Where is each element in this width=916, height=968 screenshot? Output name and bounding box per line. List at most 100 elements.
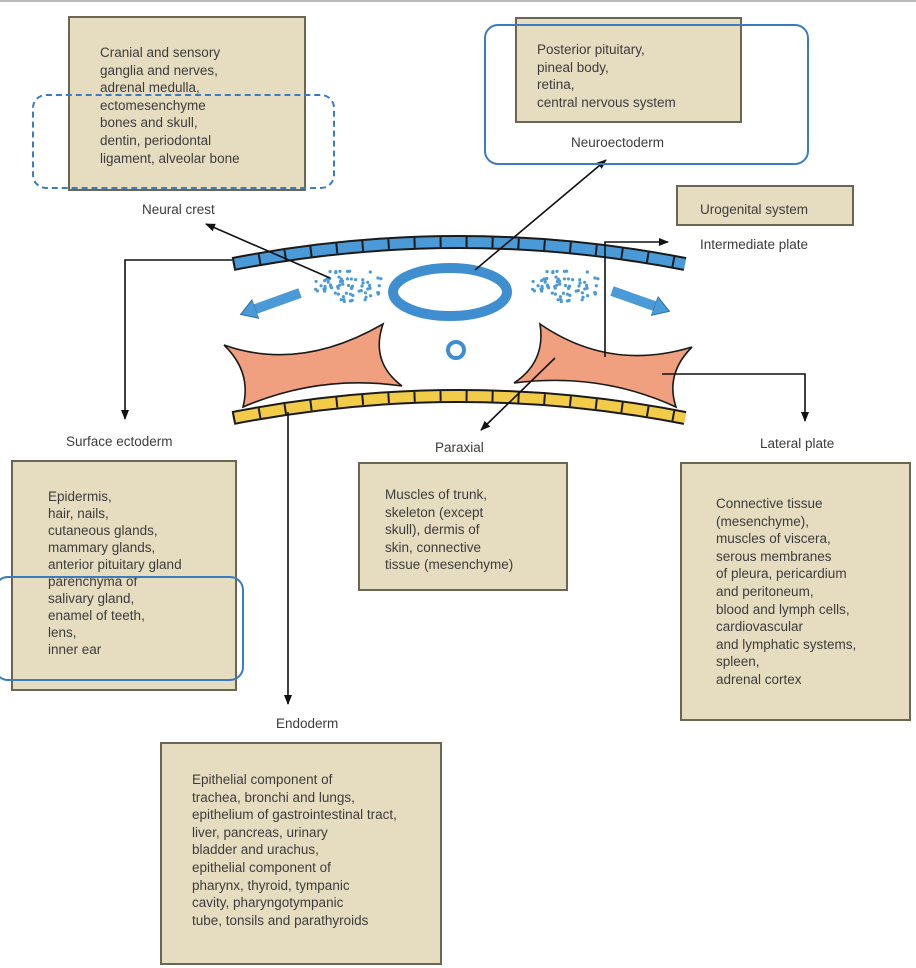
- cell-dot: [314, 287, 318, 291]
- derivative-line: adrenal cortex: [716, 671, 802, 687]
- neuroectoderm-derivatives: Posterior pituitary, pineal body, retina,c…: [537, 41, 676, 111]
- cell-dot: [540, 284, 544, 289]
- lateral-plate-box: Connective tissue(mesenchyme),muscles of…: [680, 462, 911, 721]
- arrow-neuroectoderm: [474, 159, 607, 271]
- neural-crest-derivatives: Cranial and sensory ganglia and nerves, ad…: [100, 44, 240, 167]
- cell-dot: [553, 286, 557, 290]
- cell-dot: [328, 269, 332, 274]
- cell-dot: [570, 277, 575, 282]
- cell-dot: [350, 284, 355, 288]
- cell-dot: [379, 277, 383, 281]
- cell-dot: [562, 277, 567, 281]
- cell-dot: [339, 298, 343, 302]
- derivative-line: (mesenchyme),: [716, 513, 810, 529]
- derivative-line: mammary glands,: [48, 540, 156, 555]
- cell-dot: [574, 289, 578, 293]
- cell-dot: [361, 278, 365, 282]
- neural-crest-cells-left: [314, 269, 383, 304]
- derivative-line: bones and skull,: [100, 115, 198, 131]
- cell-dot: [338, 283, 342, 287]
- paraxial-label: Paraxial: [435, 440, 484, 455]
- arrow-surface-ectoderm: [121, 259, 232, 420]
- arrow-neural-crest: [205, 223, 331, 279]
- notochord: [446, 340, 466, 360]
- derivative-line: blood and lymph cells,: [716, 601, 850, 617]
- cell-dot: [596, 277, 600, 281]
- cell-dot: [353, 277, 358, 282]
- cell-dot: [566, 277, 570, 281]
- cell-dot: [333, 291, 337, 295]
- derivative-line: tissue (mesenchyme): [385, 557, 514, 573]
- derivative-line: dentin, periodontal: [100, 132, 212, 148]
- cell-dot: [345, 277, 350, 281]
- cell-dot: [531, 279, 535, 284]
- cell-dot: [363, 298, 367, 302]
- derivative-line: enamel of teeth,: [48, 608, 145, 623]
- cell-dot: [553, 292, 557, 296]
- cell-dot: [348, 292, 353, 296]
- cell-dot: [536, 284, 540, 288]
- cell-dot: [556, 277, 560, 281]
- derivative-line: Connective tissue: [716, 496, 823, 511]
- cell-dot: [581, 295, 585, 299]
- surface-ectoderm-label: Surface ectoderm: [66, 434, 173, 449]
- cell-dot: [336, 286, 340, 290]
- cell-dot: [319, 284, 323, 288]
- cell-dot: [326, 280, 330, 284]
- intermediate-plate-label: Intermediate plate: [700, 237, 809, 252]
- cell-dot: [554, 275, 558, 279]
- cell-dot: [323, 279, 327, 283]
- cell-dot: [578, 281, 582, 285]
- cell-dot: [338, 279, 343, 284]
- lateral-plate-label: Lateral plate: [760, 436, 835, 451]
- cell-dot: [323, 284, 327, 289]
- neural-crest-cells-right: [531, 269, 600, 304]
- cell-dot: [563, 283, 568, 288]
- derivative-line: Posterior pituitary,: [537, 42, 645, 57]
- cell-dot: [338, 269, 342, 273]
- derivative-line: epithelial component of: [192, 859, 331, 875]
- neural-crest-label: Neural crest: [142, 202, 215, 217]
- neural-crest-box: Cranial and sensory ganglia and nerves, ad…: [68, 16, 306, 191]
- surface-ectoderm-derivatives: Epidermis,hair, nails,cutaneous glands,m…: [48, 488, 182, 658]
- derivative-line: epithelium of gastrointestinal tract,: [192, 807, 397, 823]
- derivative-line: central nervous system: [537, 94, 676, 110]
- derivative-line: ectomesenchyme: [100, 97, 206, 113]
- derivative-line: adrenal medulla,: [100, 80, 200, 96]
- derivative-line: pineal body,: [537, 59, 609, 75]
- derivative-line: Cranial and sensory: [100, 45, 221, 60]
- derivative-line: anterior pituitary gland: [48, 557, 182, 572]
- endoderm-label: Endoderm: [276, 716, 339, 731]
- cell-dot: [567, 284, 572, 288]
- cell-dot: [349, 277, 353, 281]
- derivative-line: of pleura, pericardium: [716, 566, 847, 582]
- cell-dot: [336, 292, 340, 296]
- derivative-line: skull), dermis of: [385, 522, 480, 538]
- cell-dot: [368, 270, 372, 274]
- cell-dot: [346, 283, 351, 288]
- cell-dot: [376, 292, 380, 296]
- cell-dot: [577, 284, 581, 288]
- derivative-line: bladder and urachus,: [192, 842, 319, 858]
- derivative-line: ganglia and nerves,: [100, 62, 218, 78]
- derivative-line: retina,: [537, 77, 575, 93]
- highlight-dashed-neural-crest: [32, 94, 335, 189]
- neuroectoderm-box: Posterior pituitary, pineal body, retina,c…: [515, 17, 742, 123]
- cell-dot: [366, 280, 370, 284]
- cell-dot: [558, 282, 562, 286]
- arrow-intermediate-plate: [604, 238, 669, 357]
- cell-dot: [584, 283, 589, 288]
- cell-dot: [578, 278, 582, 282]
- cell-dot: [555, 269, 559, 273]
- cell-dot: [344, 291, 349, 295]
- cell-dot: [543, 280, 547, 284]
- cell-dot: [551, 269, 555, 274]
- arrow-paraxial: [480, 357, 556, 431]
- cell-dot: [545, 269, 549, 274]
- cell-dot: [542, 277, 546, 281]
- cell-dot: [361, 281, 365, 285]
- cell-dot: [559, 299, 563, 304]
